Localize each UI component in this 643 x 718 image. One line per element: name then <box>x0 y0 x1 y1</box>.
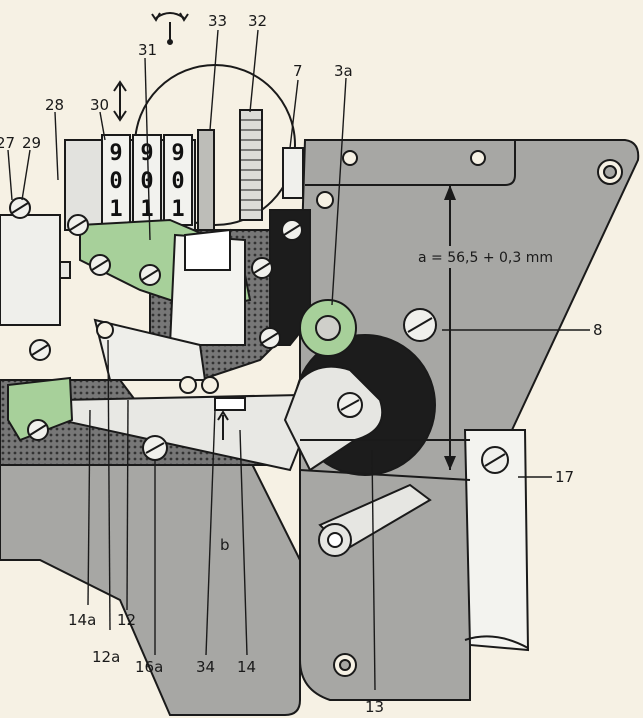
bar-17 <box>463 429 530 652</box>
clip-7 <box>282 147 304 199</box>
gear-32-teeth <box>240 119 262 211</box>
label-33: 33 <box>208 12 227 30</box>
label-16a: 16a <box>135 658 163 676</box>
green-ring-inner <box>315 315 341 341</box>
label-32: 32 <box>248 12 267 30</box>
upper-frame <box>305 140 516 186</box>
motor-block-top <box>184 228 231 271</box>
counter-digit: 0 <box>109 169 122 194</box>
counter-digit: 9 <box>171 141 184 166</box>
dimension-label-bg <box>414 246 584 268</box>
dimension-arrow-bottom <box>444 456 456 470</box>
leader-lines <box>7 29 590 691</box>
screws <box>9 197 509 474</box>
counter-digit: 1 <box>171 197 184 222</box>
counter-digit: 1 <box>140 197 153 222</box>
label-3a: 3a <box>334 62 353 80</box>
label-28: 28 <box>45 96 64 114</box>
label-12: 12 <box>117 611 136 629</box>
counter-digit: 0 <box>171 169 184 194</box>
label-14: 14 <box>237 658 256 676</box>
counter-digit: 9 <box>109 141 122 166</box>
dimension-label: a = 56,5 + 0,3 mm <box>418 250 553 266</box>
link-eye-hole <box>327 532 343 548</box>
dimension-arrow-top <box>444 185 456 200</box>
label-13: 13 <box>365 698 384 716</box>
left-bracket <box>0 214 61 326</box>
left-housing <box>0 459 301 716</box>
part-b-arrow <box>217 410 229 440</box>
label-34: 34 <box>196 658 215 676</box>
horizontal-rod-lower <box>299 469 471 481</box>
counter-digit: 1 <box>109 197 122 222</box>
label-b: b <box>220 536 230 554</box>
counter-digit: 0 <box>140 169 153 194</box>
label-29: 29 <box>22 134 41 152</box>
plate-holes <box>96 150 623 677</box>
label-7: 7 <box>293 62 303 80</box>
gear-32 <box>239 109 263 221</box>
part-34 <box>214 397 246 411</box>
label-12a: 12a <box>92 648 120 666</box>
label-8: 8 <box>593 321 603 339</box>
label-30: 30 <box>90 96 109 114</box>
label-14a: 14a <box>68 611 96 629</box>
label-17: 17 <box>555 468 574 486</box>
label-27: 27 <box>0 134 15 152</box>
shaft-33 <box>197 129 215 231</box>
bar-17-break <box>464 635 529 649</box>
rotation-arrow-icon <box>151 12 189 45</box>
label-31: 31 <box>138 41 157 59</box>
vertical-double-arrow-icon <box>113 80 127 122</box>
